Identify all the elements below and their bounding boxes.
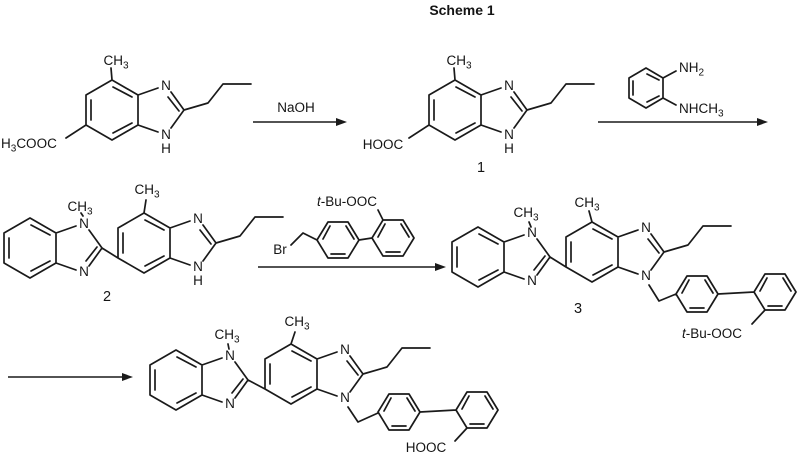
n-methyl-label: CH3 xyxy=(513,205,539,224)
bond-skeleton xyxy=(628,67,677,109)
amine-label: NH2 xyxy=(679,60,705,79)
molecule-ester-benzimidazole: N N H CH3 H3COOC xyxy=(1,53,252,156)
molecule-compound-1: N N H CH3 HOOC 1 xyxy=(363,53,595,176)
reagent-diamine: NH2 NHCH3 xyxy=(628,60,724,120)
h-atom-label: H xyxy=(504,141,514,156)
bond-skeleton xyxy=(149,331,499,442)
h-atom-label: H xyxy=(193,273,203,288)
bond-skeleton xyxy=(451,210,797,325)
bond-skeleton xyxy=(65,67,252,141)
n-atom-label: N xyxy=(79,264,89,279)
n-atom-label: N xyxy=(161,78,171,93)
n-atom-label: N xyxy=(504,78,514,93)
n-atom-label: N xyxy=(641,220,651,235)
n-atom-label: N xyxy=(79,216,89,231)
n-methyl-label: CH3 xyxy=(214,327,240,346)
n-atom-label: N xyxy=(225,396,235,411)
n-atom-label: N xyxy=(193,211,203,226)
n-atom-label: N xyxy=(161,127,171,142)
molecule-compound-3: N N CH3 N N CH3 t-Bu-OOC 3 xyxy=(451,195,797,341)
acid-label: HOOC xyxy=(363,137,404,152)
bromine-label: Br xyxy=(273,242,287,257)
n-atom-label: N xyxy=(193,259,203,274)
n-atom-label: N xyxy=(340,390,350,405)
arrow-head xyxy=(336,118,347,126)
acid-label: HOOC xyxy=(406,440,447,455)
compound-number-2: 2 xyxy=(103,289,111,305)
molecule-compound-2: N N CH3 N N H CH3 2 xyxy=(3,182,284,305)
reaction-arrow-3 xyxy=(258,263,446,271)
methylamine-label: NHCH3 xyxy=(679,101,724,120)
methyl-label: CH3 xyxy=(284,314,310,333)
n-atom-label: N xyxy=(340,342,350,357)
n-atom-label: N xyxy=(641,268,651,283)
methyl-label: CH3 xyxy=(574,195,600,214)
scheme-title: Scheme 1 xyxy=(429,2,495,18)
n-atom-label: N xyxy=(527,225,537,240)
n-methyl-label: CH3 xyxy=(67,199,93,218)
compound-number-3: 3 xyxy=(574,301,582,317)
arrow-head xyxy=(757,118,768,126)
methyl-ester-label: H3COOC xyxy=(1,136,57,155)
h-atom-label: H xyxy=(161,141,171,156)
methyl-label: CH3 xyxy=(134,182,160,201)
n-atom-label: N xyxy=(225,348,235,363)
molecule-final-product: N N CH3 N N CH3 HOOC xyxy=(149,314,499,455)
compound-number-1: 1 xyxy=(477,160,485,176)
bond-skeleton xyxy=(290,209,415,259)
n-atom-label: N xyxy=(527,273,537,288)
bond-skeleton xyxy=(408,67,595,141)
reaction-arrow-2 xyxy=(598,118,768,126)
reagent-label-naoh: NaOH xyxy=(277,100,315,115)
n-atom-label: N xyxy=(504,127,514,142)
arrow-head xyxy=(122,373,133,381)
reaction-arrow-4 xyxy=(8,373,133,381)
bond-skeleton xyxy=(3,199,284,279)
methyl-label: CH3 xyxy=(446,53,472,72)
methyl-label: CH3 xyxy=(103,53,129,72)
tbu-ester-label: t-Bu-OOC xyxy=(682,326,742,341)
reaction-arrow-1: NaOH xyxy=(253,100,347,126)
arrow-head xyxy=(435,263,446,271)
reagent-bromide: Br t-Bu-OOC xyxy=(273,194,415,259)
tbu-ester-label: t-Bu-OOC xyxy=(317,194,377,209)
